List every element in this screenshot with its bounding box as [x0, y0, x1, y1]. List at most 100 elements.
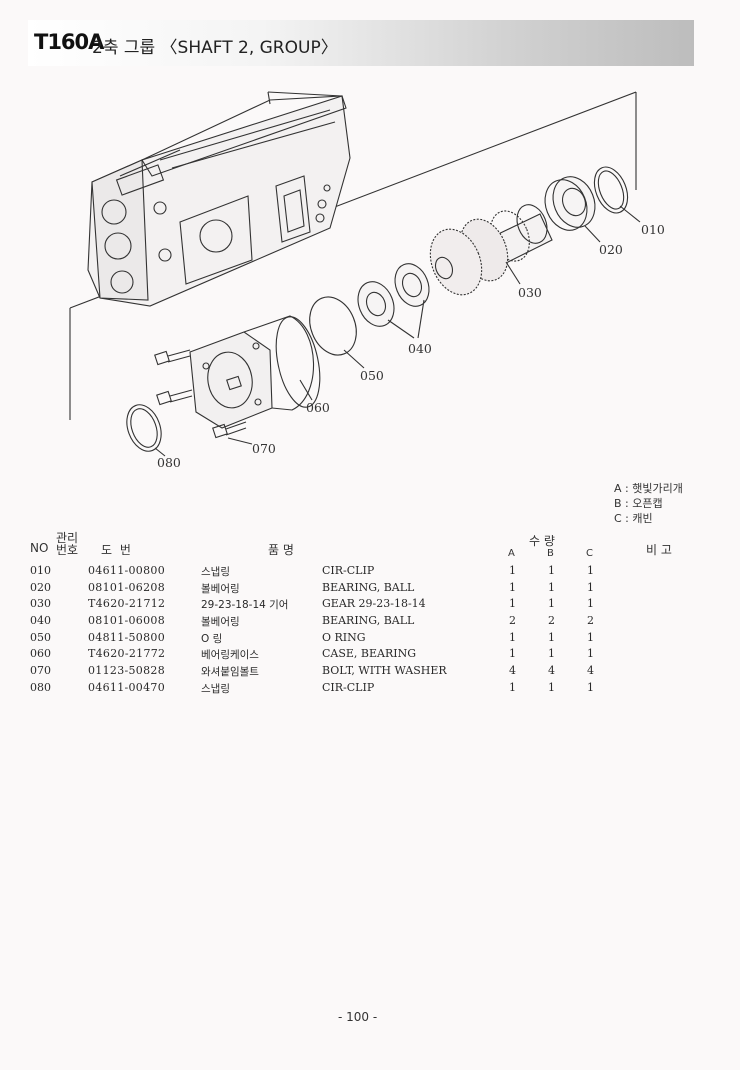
cell-name-en: CIR-CLIP — [322, 680, 375, 694]
header-band — [28, 20, 694, 66]
cell-name-kr: 스냅링 — [201, 682, 230, 695]
page-title: 2축 그룹 〈SHAFT 2, GROUP〉 — [92, 38, 338, 58]
cell-name-en: BOLT, WITH WASHER — [322, 664, 447, 678]
cell-code: 08101-06008 — [88, 614, 166, 628]
table-row: 060 T4620-21772 베어링케이스 CASE, BEARING 1 1 1 — [28, 646, 668, 663]
col-mgmt: 관리번호 — [56, 531, 79, 557]
callout-060: 060 — [306, 400, 330, 415]
part-020-ball-bearing — [544, 176, 601, 243]
exploded-view-diagram: 010 020 030 040 050 060 070 080 — [69, 91, 665, 470]
part-030-gear-shaft — [429, 204, 553, 296]
col-qty: 수 량 — [529, 534, 555, 548]
cell-b: 1 — [548, 647, 555, 661]
callout-030: 030 — [518, 285, 542, 300]
col-drawing: 도 번 — [101, 543, 133, 557]
cell-a: 4 — [509, 664, 516, 678]
col-no: NO — [30, 541, 49, 555]
cell-name-kr: 베어링케이스 — [201, 649, 259, 662]
cell-no: 040 — [30, 614, 51, 628]
cell-name-en: GEAR 29-23-18-14 — [322, 597, 426, 611]
cell-c: 2 — [587, 614, 594, 628]
cell-b: 1 — [548, 564, 555, 577]
cell-a: 1 — [509, 580, 516, 594]
cell-no: 010 — [30, 564, 51, 577]
callout-040: 040 — [408, 341, 432, 356]
cell-code: 01123-50828 — [88, 664, 166, 678]
cell-c: 1 — [587, 597, 594, 611]
page-number: - 100 - — [338, 1010, 378, 1024]
table-row: 030 T4620-21712 29-23-18-14 기어 GEAR 29-23-1… — [28, 596, 668, 613]
model-code: T160A — [34, 30, 104, 54]
cell-name-kr: 와셔붙임볼트 — [201, 666, 259, 679]
table-row: 050 04811-50800 O 링 O RING 1 1 1 — [28, 630, 668, 647]
cell-c: 4 — [587, 664, 594, 678]
callout-080: 080 — [157, 455, 181, 470]
col-part-name: 품 명 — [268, 543, 294, 557]
cell-code: 04811-50800 — [88, 630, 166, 644]
housing-drawing — [87, 91, 351, 307]
cell-name-kr: 29-23-18-14 기어 — [201, 599, 289, 612]
table-row: 070 01123-50828 와셔붙임볼트 BOLT, WITH WASHER 4 4 4 — [28, 663, 668, 680]
cell-name-kr: 스냅링 — [201, 566, 230, 578]
legend-item: B : 오픈캡 — [614, 497, 663, 510]
cell-code: T4620-21772 — [88, 647, 166, 661]
table-row: 020 08101-06208 볼베어링 BEARING, BALL 1 1 1 — [28, 580, 668, 597]
legend: A : 햇빛가리개 B : 오픈캡 C : 캐빈 — [614, 481, 683, 526]
cell-c: 1 — [587, 647, 594, 661]
col-qty-a: A — [508, 548, 515, 559]
cell-code: T4620-21712 — [88, 597, 166, 611]
part-010-snap-ring — [593, 166, 641, 223]
part-080-snap-ring — [126, 404, 166, 457]
cell-b: 1 — [548, 630, 555, 644]
table-row: 010 04611-00800 스냅링 CIR-CLIP 1 1 1 — [28, 563, 668, 580]
cell-name-kr: 볼베어링 — [201, 582, 240, 595]
table-row: 040 08101-06008 볼베어링 BEARING, BALL 2 2 2 — [28, 613, 668, 630]
part-060-bearing-case — [189, 315, 321, 429]
part-050-o-ring — [309, 296, 365, 369]
cell-no: 070 — [30, 664, 51, 678]
cell-no: 060 — [30, 647, 51, 661]
cell-name-en: BEARING, BALL — [322, 580, 415, 594]
col-qty-c: C — [586, 548, 593, 559]
cell-name-en: O RING — [322, 630, 366, 644]
cell-no: 020 — [30, 580, 51, 594]
cell-name-en: CIR-CLIP — [322, 564, 375, 577]
cell-name-en: CASE, BEARING — [322, 647, 417, 661]
callout-050: 050 — [360, 368, 384, 383]
cell-name-kr: 볼베어링 — [201, 616, 240, 629]
cell-no: 050 — [30, 630, 51, 644]
cell-a: 1 — [509, 564, 516, 577]
cell-no: 080 — [30, 680, 51, 694]
cell-c: 1 — [587, 564, 594, 577]
cell-code: 08101-06208 — [88, 580, 166, 594]
callout-010: 010 — [641, 222, 665, 237]
table-row: 080 04611-00470 스냅링 CIR-CLIP 1 1 1 — [28, 680, 668, 697]
col-remarks: 비 고 — [646, 543, 672, 557]
cell-b: 1 — [548, 680, 555, 694]
cell-b: 4 — [548, 664, 555, 678]
cell-b: 1 — [548, 580, 555, 594]
part-070-bolts — [154, 349, 253, 445]
cell-code: 04611-00470 — [88, 680, 166, 694]
cell-c: 1 — [587, 630, 594, 644]
cell-name-kr: O 링 — [201, 632, 223, 645]
cell-name-en: BEARING, BALL — [322, 614, 415, 628]
legend-item: A : 햇빛가리개 — [614, 482, 683, 495]
legend-item: C : 캐빈 — [614, 512, 653, 525]
cell-b: 1 — [548, 597, 555, 611]
cell-a: 1 — [509, 630, 516, 644]
parts-table: 010 04611-00800 스냅링 CIR-CLIP 1 1 1 020 08101-062… — [28, 563, 668, 697]
cell-a: 2 — [509, 614, 516, 628]
cell-c: 1 — [587, 580, 594, 594]
cell-c: 1 — [587, 680, 594, 694]
cell-b: 2 — [548, 614, 555, 628]
col-qty-b: B — [547, 548, 554, 559]
cell-code: 04611-00800 — [88, 564, 166, 577]
callout-070: 070 — [252, 441, 276, 456]
part-040-ball-bearings — [357, 263, 430, 339]
callout-020: 020 — [599, 242, 623, 257]
cell-no: 030 — [30, 597, 51, 611]
cell-a: 1 — [509, 680, 516, 694]
cell-a: 1 — [509, 647, 516, 661]
cell-a: 1 — [509, 597, 516, 611]
